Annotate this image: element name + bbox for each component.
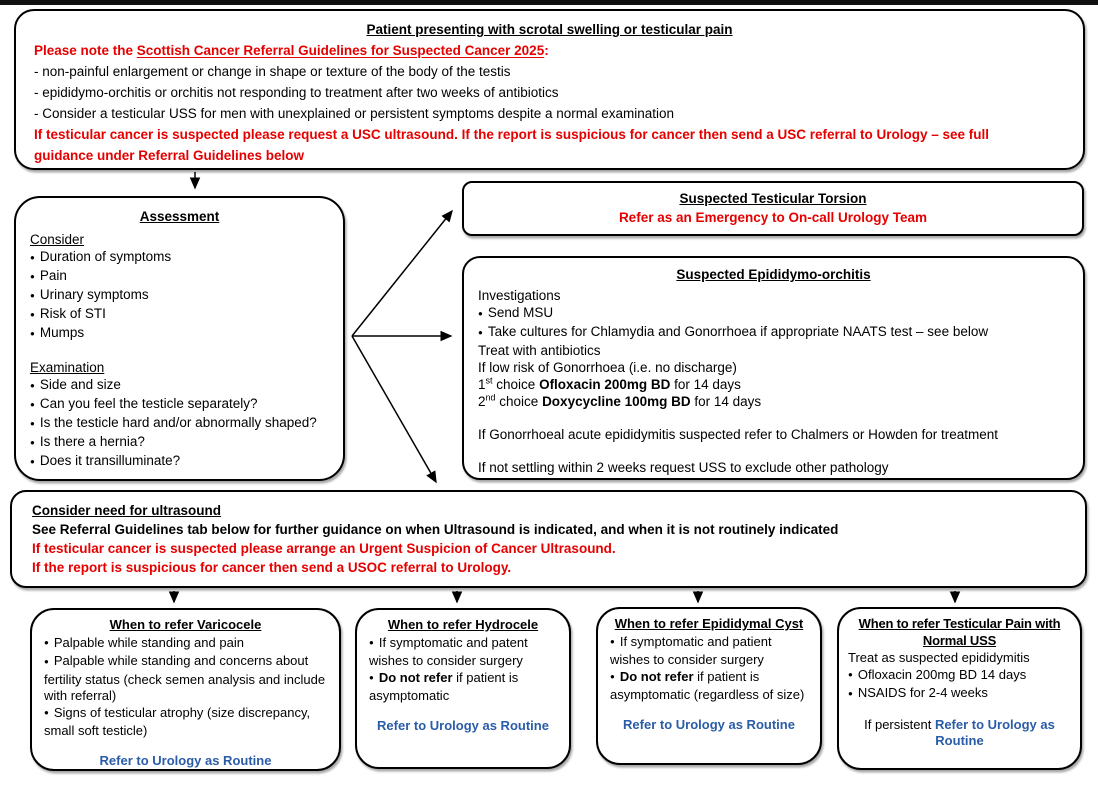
cyst-action: Refer to Urology as Routine (623, 716, 795, 732)
list-item: Take cultures for Chlamydia and Gonorrho… (478, 323, 1069, 342)
list-item: Is the testicle hard and/or abnormally s… (30, 414, 329, 433)
first-choice-line: 1st choice Ofloxacin 200mg BD for 14 day… (478, 375, 741, 392)
hydrocele-action: Refer to Urology as Routine (377, 717, 549, 733)
list-item: Is there a hernia? (30, 433, 329, 452)
arrow-assessment-to-torsion (351, 209, 453, 337)
varicocele-action: Refer to Urology as Routine (99, 752, 272, 768)
criterion-line: - epididymo-orchitis or orchitis not res… (34, 85, 559, 100)
list-item: Ofloxacin 200mg BD 14 days (848, 667, 1071, 686)
torsion-box: Suspected Testicular Torsion Refer as an… (462, 181, 1084, 236)
cyst-list: If symptomatic and patient wishes to con… (610, 634, 808, 704)
list-item: Urinary symptoms (30, 286, 329, 305)
ultrasound-box: Consider need for ultrasound See Referra… (10, 490, 1087, 588)
list-item: NSAIDS for 2-4 weeks (848, 685, 1071, 704)
list-item: Palpable while standing and pain (44, 635, 327, 654)
list-item: Side and size (30, 376, 329, 395)
second-choice-line: 2nd choice Doxycycline 100mg BD for 14 d… (478, 392, 762, 409)
list-item: Can you feel the testicle separately? (30, 395, 329, 414)
pain-title: When to refer Testicular Pain with Norma… (858, 616, 1061, 648)
ultrasound-title: Consider need for ultrasound (32, 503, 222, 518)
list-item: Mumps (30, 324, 329, 343)
list-item: Signs of testicular atrophy (size discre… (44, 705, 327, 740)
top-border-bar (0, 0, 1098, 5)
consider-heading: Consider (30, 232, 85, 247)
not-settling-line: If not settling within 2 weeks request U… (478, 460, 889, 475)
epididymal-cyst-box: When to refer Epididymal Cyst If symptom… (596, 607, 822, 765)
examination-heading: Examination (30, 360, 105, 375)
list-item: Palpable while standing and concerns abo… (44, 653, 327, 705)
page-title: Patient presenting with scrotal swelling… (366, 22, 733, 37)
gonorrhoeal-line: If Gonorrhoeal acute epididymitis suspec… (478, 427, 998, 442)
list-item: Duration of symptoms (30, 248, 329, 267)
criterion-line: - Consider a testicular USS for men with… (34, 106, 675, 121)
usc-warning: If testicular cancer is suspected please… (34, 127, 990, 163)
hydrocele-title: When to refer Hydrocele (387, 617, 539, 632)
ultrasound-warning-2: If the report is suspicious for cancer t… (32, 560, 512, 575)
varicocele-list: Palpable while standing and pain Palpabl… (44, 635, 327, 740)
criterion-line: - non-painful enlargement or change in s… (34, 64, 511, 79)
list-item: Risk of STI (30, 305, 329, 324)
list-item: Do not refer if patient is asymptomatic (369, 670, 557, 705)
hydrocele-list: If symptomatic and patent wishes to cons… (369, 635, 557, 705)
list-item: If symptomatic and patient wishes to con… (610, 634, 808, 669)
assessment-box: Assessment Consider Duration of symptoms… (14, 196, 345, 481)
torsion-title: Suspected Testicular Torsion (679, 191, 867, 206)
epididymo-orchitis-box: Suspected Epididymo-orchitis Investigati… (462, 256, 1085, 480)
ultrasound-warning-1: If testicular cancer is suspected please… (32, 541, 616, 556)
pain-action: If persistent Refer to Urology as Routin… (864, 716, 1055, 749)
investigations-heading: Investigations (478, 288, 561, 303)
pain-list: Ofloxacin 200mg BD 14 days NSAIDS for 2-… (848, 667, 1071, 704)
guidelines-link[interactable]: Scottish Cancer Referral Guidelines for … (136, 43, 545, 58)
guidelines-note: Please note the Scottish Cancer Referral… (34, 43, 549, 58)
hydrocele-box: When to refer Hydrocele If symptomatic a… (355, 608, 571, 769)
assessment-title: Assessment (139, 209, 220, 224)
torsion-action: Refer as an Emergency to On-call Urology… (618, 210, 928, 225)
varicocele-title: When to refer Varicocele (109, 617, 262, 632)
consider-list: Duration of symptoms Pain Urinary sympto… (30, 248, 329, 343)
examination-list: Side and size Can you feel the testicle … (30, 376, 329, 471)
pain-intro: Treat as suspected epididymitis (848, 650, 1030, 665)
investigations-list: Send MSU Take cultures for Chlamydia and… (478, 304, 1069, 342)
low-risk-line: If low risk of Gonorrhoea (i.e. no disch… (478, 360, 737, 375)
treat-line: Treat with antibiotics (478, 343, 601, 358)
list-item: Do not refer if patient is asymptomatic … (610, 669, 808, 704)
list-item: If symptomatic and patent wishes to cons… (369, 635, 557, 670)
list-item: Send MSU (478, 304, 1069, 323)
testicular-pain-box: When to refer Testicular Pain with Norma… (837, 607, 1082, 770)
patient-presenting-box: Patient presenting with scrotal swelling… (14, 9, 1085, 170)
ultrasound-guidance: See Referral Guidelines tab below for fu… (32, 522, 839, 537)
varicocele-box: When to refer Varicocele Palpable while … (30, 608, 341, 771)
arrow-assessment-to-ultrasound (351, 335, 437, 484)
cyst-title: When to refer Epididymal Cyst (614, 616, 804, 631)
list-item: Pain (30, 267, 329, 286)
list-item: Does it transilluminate? (30, 452, 329, 471)
epididymo-title: Suspected Epididymo-orchitis (676, 267, 871, 282)
